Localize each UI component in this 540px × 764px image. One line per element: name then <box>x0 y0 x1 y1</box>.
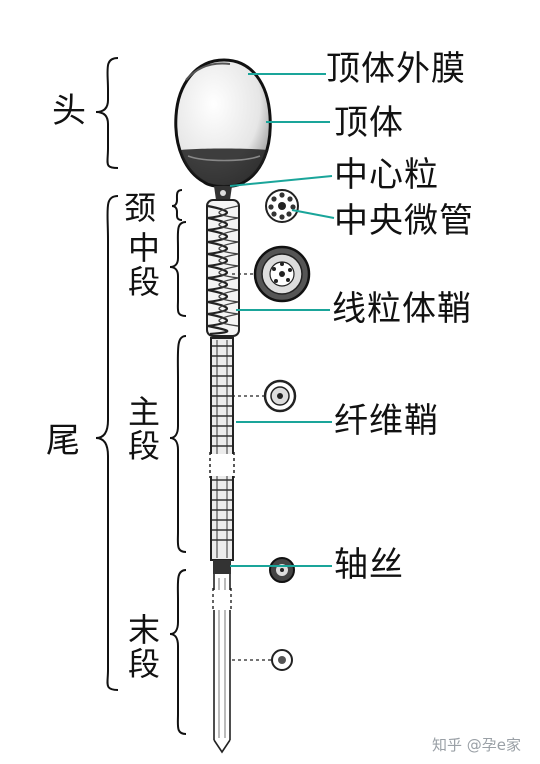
leader-centriole <box>229 175 333 187</box>
brace-head <box>95 57 119 169</box>
label-fibrous-sheath: 纤维鞘 <box>334 401 439 441</box>
cross-section-end-piece <box>271 649 293 671</box>
watermark-text: 知乎 @孕e家 <box>432 736 521 754</box>
principal-piece <box>208 337 236 561</box>
label-middle-piece-char-1: 中 <box>128 229 161 267</box>
label-tail: 尾 <box>46 421 80 461</box>
label-end-piece: 末 段 <box>128 611 161 683</box>
label-middle-piece: 中 段 <box>128 229 161 301</box>
middle-piece <box>206 199 240 337</box>
label-end-piece-char-2: 段 <box>128 644 161 683</box>
dashed-leaders <box>232 273 272 661</box>
brace-neck <box>171 189 183 221</box>
sperm-neck <box>214 186 232 200</box>
label-neck: 颈 <box>124 189 157 227</box>
label-axoneme: 轴丝 <box>334 545 404 585</box>
label-principal-piece-char-1: 主 <box>128 393 161 431</box>
label-end-piece-char-1: 末 <box>128 611 161 649</box>
brace-tail <box>95 195 119 691</box>
cross-section-principal-piece <box>263 379 297 413</box>
label-head: 头 <box>52 91 86 131</box>
leader-central-microtubule <box>291 209 335 219</box>
label-mitochondrial-sheath: 线粒体鞘 <box>332 289 472 329</box>
brace-end-piece <box>169 569 187 735</box>
leader-lines <box>229 73 335 567</box>
label-centriole: 中心粒 <box>334 155 439 195</box>
label-acrosome: 顶体 <box>334 103 404 143</box>
label-principal-piece: 主 段 <box>128 393 161 465</box>
sperm-head <box>174 58 272 188</box>
label-middle-piece-char-2: 段 <box>128 262 161 301</box>
braces <box>95 57 187 735</box>
end-piece <box>210 560 234 754</box>
label-principal-piece-char-2: 段 <box>128 426 161 465</box>
brace-principal-piece <box>169 335 187 553</box>
label-acrosomal-membrane: 顶体外膜 <box>326 49 466 89</box>
brace-middle-piece <box>169 221 187 317</box>
cross-section-middle-piece <box>253 245 311 303</box>
cross-section-neck <box>265 189 299 223</box>
cross-section-axoneme <box>269 557 295 583</box>
label-central-microtubule: 中央微管 <box>334 201 474 241</box>
